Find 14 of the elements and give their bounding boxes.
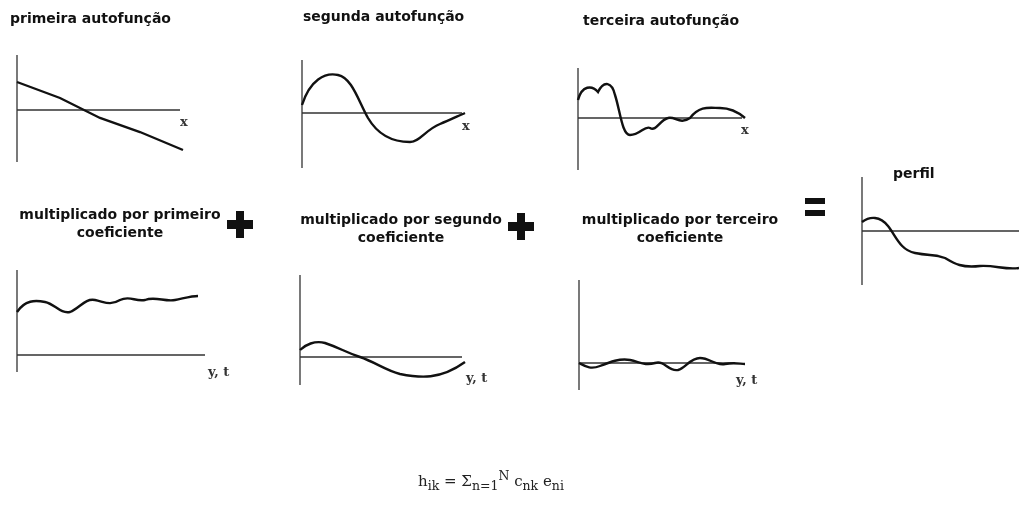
plot-caption: multiplicado por primeiro coeficiente [18, 205, 222, 241]
axis-label: x [462, 118, 470, 133]
axis-label: x [180, 114, 188, 129]
axis-label: x [741, 122, 749, 137]
formula: h$_{ik}$ = Σ$_{n=1}$$^{N}$ c$_{nk}$ e$_{ni}$ [418, 468, 564, 493]
plot-caption: multiplicado por segundo coeficiente [299, 210, 503, 246]
plot-title: segunda autofunção [303, 8, 465, 24]
plot-title: primeira autofunção [10, 10, 171, 26]
axis-label: y, t [208, 364, 230, 379]
axis-label: y, t [736, 372, 758, 387]
plot-title: perfil [893, 165, 935, 181]
axis-label: y, t [466, 370, 488, 385]
plot-caption: multiplicado por terceiro coeficiente [580, 210, 780, 246]
plot-title: terceira autofunção [583, 12, 740, 28]
